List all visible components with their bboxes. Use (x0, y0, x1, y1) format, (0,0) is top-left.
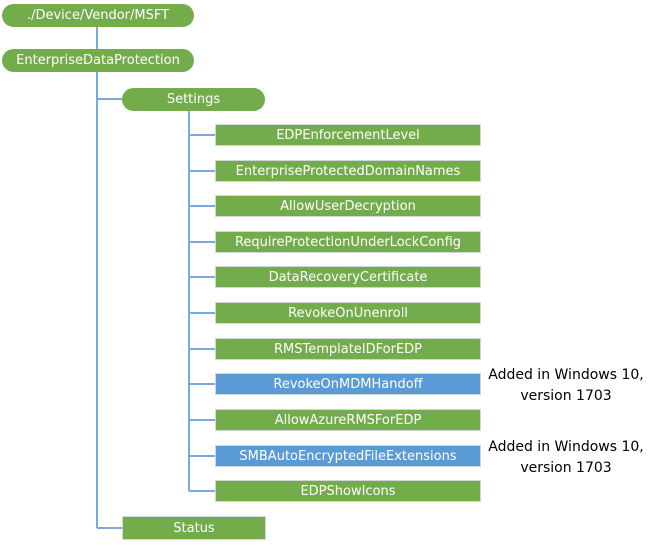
annotation-line: version 1703 (520, 460, 612, 476)
annotation-line: Added in Windows 10, (488, 439, 644, 455)
node-status: Status (122, 516, 266, 540)
node-allowuserdecryption: AllowUserDecryption (215, 195, 481, 217)
node-device-vendor-msft: ./Device/Vendor/MSFT (2, 4, 194, 27)
node-smbautoencryptedfileextensions: SMBAutoEncryptedFileExtensions (215, 445, 481, 467)
node-edpshowicons: EDPShowIcons (215, 480, 481, 502)
node-enterprisedataprotection: EnterpriseDataProtection (2, 49, 194, 72)
annotation-revokeonmdmhandoff: Added in Windows 10, version 1703 (484, 365, 648, 407)
node-revokeonunenroll: RevokeOnUnenroll (215, 302, 481, 324)
annotation-line: version 1703 (520, 388, 612, 404)
node-settings: Settings (122, 88, 265, 111)
node-revokeonmdmhandoff: RevokeOnMDMHandoff (215, 373, 481, 395)
node-edpenforcementlevel: EDPEnforcementLevel (215, 124, 481, 146)
node-enterpriseprotecteddomainnames: EnterpriseProtectedDomainNames (215, 160, 481, 182)
node-allowazurermsforedp: AllowAzureRMSForEDP (215, 409, 481, 431)
annotation-line: Added in Windows 10, (488, 367, 644, 383)
tree-connector-paths (96, 27, 215, 529)
annotation-smbautoencryptedfileextensions: Added in Windows 10, version 1703 (484, 437, 648, 479)
node-requireprotectionunderlockconfig: RequireProtectionUnderLockConfig (215, 231, 481, 253)
node-rmstemplateidforedp: RMSTemplateIDForEDP (215, 338, 481, 360)
node-datarecoverycertificate: DataRecoveryCertificate (215, 266, 481, 288)
